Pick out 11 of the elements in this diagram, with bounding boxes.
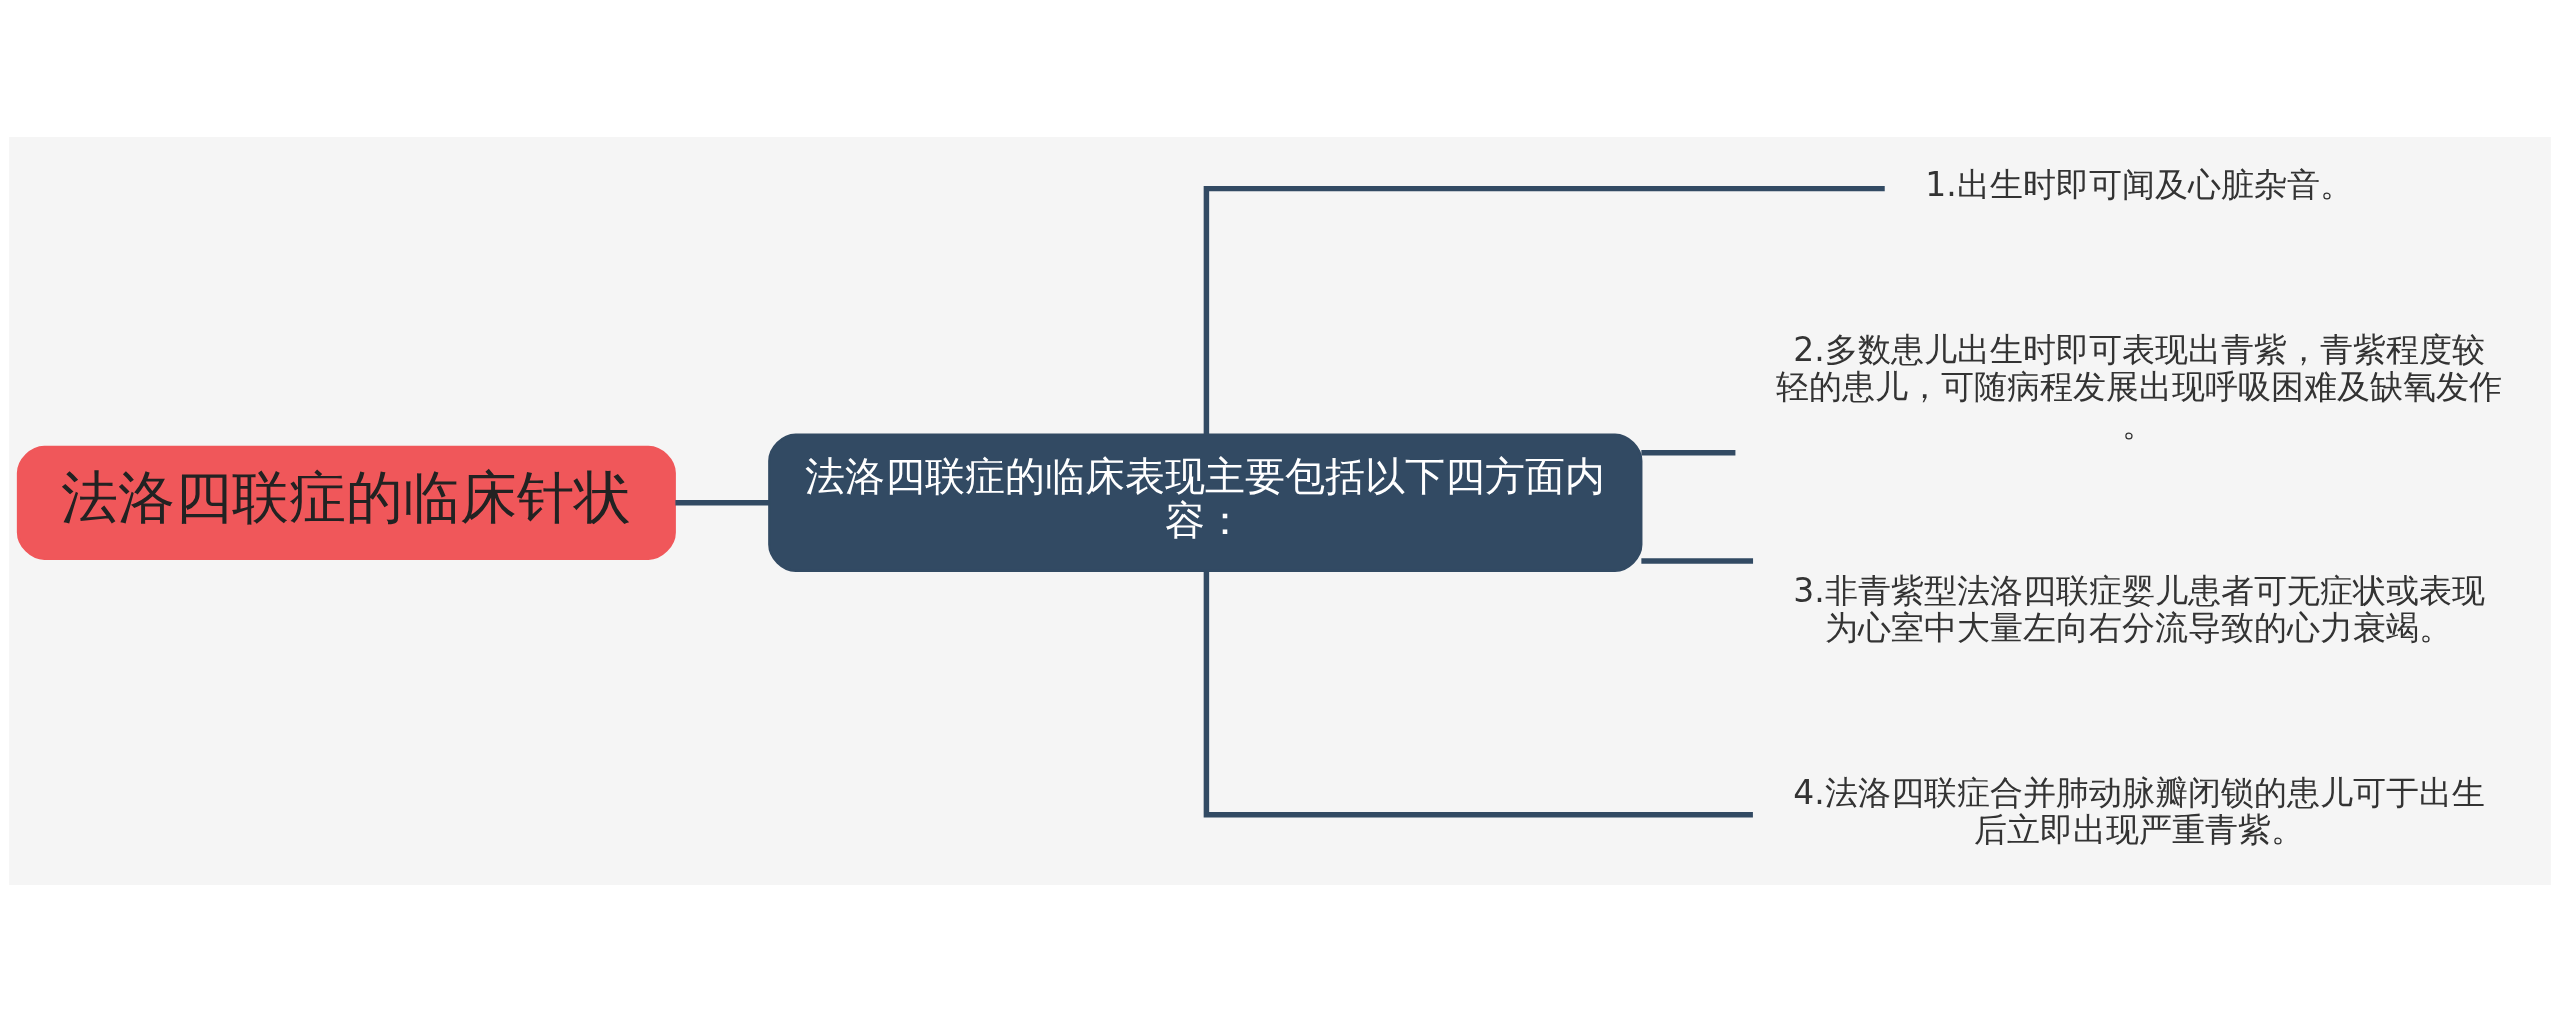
connector [1203,570,1753,817]
connector [1641,449,1736,456]
node-text: 4.法洛四联症合并肺动脉瓣闭锁的患儿可于出生后立即出现严重青紫。 [1793,772,2485,849]
node-box: 法洛四联症的临床表现主要包括以下四方面内容： [768,433,1643,572]
node-box: 法洛四联症的临床针状 [16,445,676,560]
node-text: 1.出生时即可闻及心脏杂音。 [1925,164,2353,204]
connector [1203,185,1885,435]
node-text: 3.非青紫型法洛四联症婴儿患者可无症状或表现为心室中大量左向右分流导致的心力衰竭。 [1793,570,2485,647]
connector [675,499,770,505]
node-text: 2.多数患儿出生时即可表现出青紫，青紫程度较轻的患儿，可随病程发展出现呼吸困难及缺氧发作。 [1775,329,2502,444]
connector [1641,557,1754,564]
